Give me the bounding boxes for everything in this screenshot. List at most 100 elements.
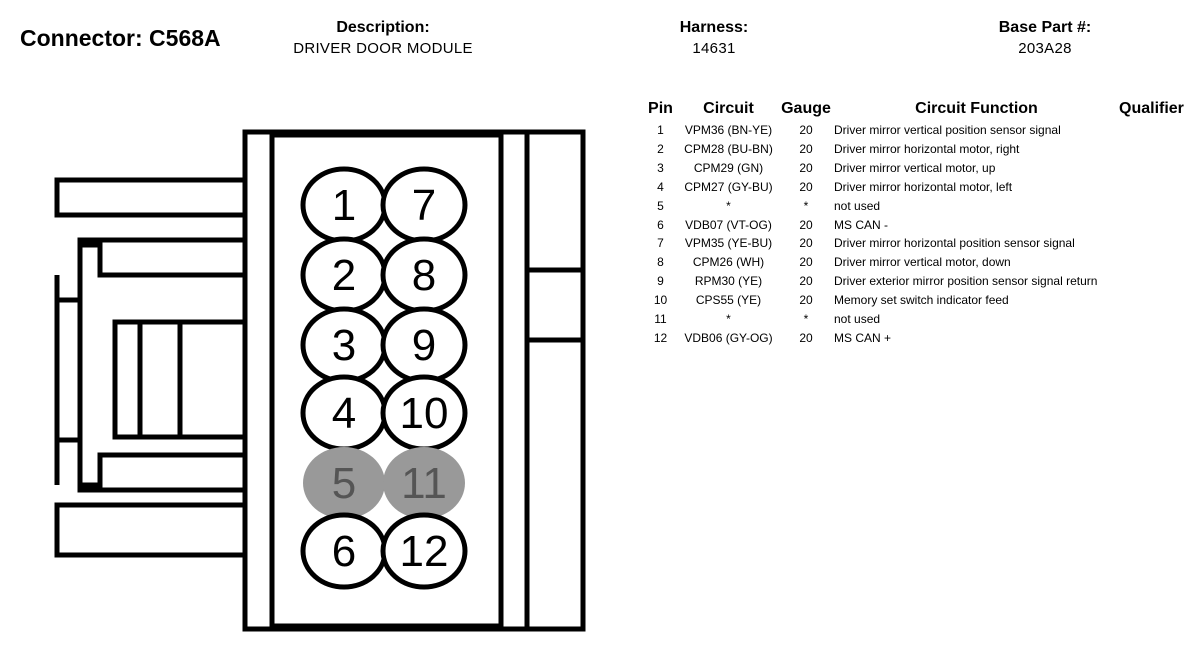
cell-pin: 3 — [657, 160, 664, 175]
cell-circuit: CPS55 (YE) — [695, 293, 762, 308]
cell-qualifier — [1119, 253, 1184, 272]
table-row: 11 * * not used — [644, 310, 1184, 329]
cell-circuit: CPM29 (GN) — [693, 160, 764, 175]
cell-circuit: * — [726, 312, 731, 327]
cell-pin: 8 — [657, 255, 664, 270]
harness-label: Harness: — [679, 19, 749, 36]
cell-pin: 11 — [654, 312, 667, 327]
table-row: 3 CPM29 (GN) 20 Driver mirror vertical m… — [644, 159, 1184, 178]
pinout-table: Pin Circuit Gauge Circuit Function Quali… — [644, 97, 1184, 348]
connector-housing — [54, 129, 586, 632]
table-row: 9 RPM30 (YE) 20 Driver exterior mirror p… — [644, 272, 1184, 291]
table-row: 10 CPS55 (YE) 20 Memory set switch indic… — [644, 291, 1184, 310]
cell-qualifier — [1119, 178, 1184, 197]
cell-qualifier — [1119, 216, 1184, 235]
cell-qualifier — [1119, 329, 1184, 348]
pin-circle — [303, 447, 385, 519]
left-lock-upper-step — [80, 242, 245, 278]
cell-pin: 4 — [657, 179, 664, 194]
cell-circuit: RPM30 (YE) — [694, 274, 763, 289]
cell-circuit: VDB07 (VT-OG) — [685, 217, 772, 232]
pin-number: 10 — [400, 389, 449, 438]
cell-function: Driver mirror horizontal motor, left — [834, 179, 1013, 194]
header-pin: Pin — [648, 100, 673, 117]
cell-gauge: 20 — [799, 330, 813, 345]
cell-circuit: CPM28 (BU-BN) — [684, 141, 773, 156]
cell-function: MS CAN - — [834, 217, 888, 232]
cell-qualifier — [1119, 234, 1184, 253]
pin-number: 3 — [332, 321, 356, 370]
pin-number: 1 — [332, 181, 356, 230]
pin-cavity-8: 8 — [380, 236, 468, 314]
pin-circle — [380, 512, 468, 590]
table-row: 12 VDB06 (GY-OG) 20 MS CAN + — [644, 329, 1184, 348]
base-part-value: 203A28 — [1018, 40, 1072, 57]
cell-pin: 9 — [657, 274, 664, 289]
pin-cavity-11: 11 — [383, 447, 465, 519]
cell-function: Memory set switch indicator feed — [834, 293, 1009, 308]
table-row: 8 CPM26 (WH) 20 Driver mirror vertical m… — [644, 253, 1184, 272]
cell-function: not used — [834, 312, 881, 327]
cell-qualifier — [1119, 291, 1184, 310]
pin-cavity-7: 7 — [380, 166, 468, 244]
cell-function: Driver mirror vertical position sensor s… — [834, 123, 1061, 137]
header-circuit-function: Circuit Function — [915, 100, 1038, 117]
cell-pin: 5 — [657, 198, 664, 213]
table-row: 7 VPM35 (YE-BU) 20 Driver mirror horizon… — [644, 234, 1184, 253]
cell-function: Driver mirror vertical motor, down — [834, 255, 1011, 270]
pin-number: 11 — [401, 459, 447, 508]
left-lower-tab — [54, 502, 245, 558]
housing-body — [269, 132, 504, 629]
base-part-label: Base Part #: — [998, 19, 1092, 36]
cell-gauge: 20 — [799, 179, 813, 194]
pin-cavity-4: 4 — [300, 374, 388, 452]
pin-cavity-3: 3 — [300, 306, 388, 384]
cell-function: MS CAN + — [834, 330, 892, 345]
pin-cavity-6: 6 — [300, 512, 388, 590]
table-header-row: Pin Circuit Gauge Circuit Function Quali… — [644, 97, 1184, 121]
header-gauge: Gauge — [781, 100, 831, 117]
cell-qualifier — [1119, 121, 1184, 140]
cell-circuit: VDB06 (GY-OG) — [684, 330, 773, 345]
description-block: Description: DRIVER DOOR MODULE — [258, 18, 508, 60]
cell-pin: 10 — [653, 293, 668, 308]
cell-gauge: * — [803, 198, 809, 213]
cell-function: Driver exterior mirror position sensor s… — [834, 274, 1098, 289]
harness-block: Harness: 14631 — [614, 18, 814, 60]
base-part-block: Base Part #: 203A28 — [945, 18, 1145, 60]
pin-cavity-1: 1 — [300, 166, 388, 244]
table-row: 6 VDB07 (VT-OG) 20 MS CAN - — [644, 216, 1184, 235]
connector-title: Connector: C568A — [20, 25, 221, 51]
cell-pin: 12 — [653, 330, 668, 345]
left-lock-frame — [77, 237, 245, 493]
cell-circuit: VPM35 (YE-BU) — [684, 236, 773, 251]
table-row: 2 CPM28 (BU-BN) 20 Driver mirror horizon… — [644, 140, 1184, 159]
cell-circuit: CPM26 (WH) — [692, 255, 765, 270]
pin-number: 12 — [400, 527, 449, 576]
description-value: DRIVER DOOR MODULE — [293, 40, 473, 57]
header-circuit: Circuit — [703, 100, 754, 117]
left-upper-tab — [54, 177, 245, 218]
cell-pin: 6 — [657, 217, 664, 232]
cell-qualifier — [1119, 310, 1184, 329]
harness-value: 14631 — [692, 40, 736, 57]
cell-pin: 1 — [657, 123, 664, 137]
cell-circuit: * — [726, 198, 731, 213]
cell-qualifier — [1119, 140, 1184, 159]
cell-pin: 7 — [657, 236, 664, 251]
cell-pin: 2 — [657, 141, 664, 156]
cell-function: Driver mirror horizontal position sensor… — [834, 236, 1075, 251]
cell-function: Driver mirror vertical motor, up — [834, 160, 996, 175]
cell-qualifier — [1119, 159, 1184, 178]
pin-number: 7 — [412, 181, 436, 230]
cell-gauge: 20 — [799, 293, 813, 308]
table-row: 1 VPM36 (BN-YE) 20 Driver mirror vertica… — [644, 121, 1184, 140]
pin-number: 4 — [332, 389, 356, 438]
pin-number: 2 — [332, 251, 356, 300]
pin-number: 6 — [332, 527, 356, 576]
left-edge-ticks — [57, 297, 80, 443]
pin-number: 5 — [332, 459, 356, 508]
cell-function: Driver mirror horizontal motor, right — [834, 141, 1020, 156]
right-latch — [527, 267, 583, 343]
